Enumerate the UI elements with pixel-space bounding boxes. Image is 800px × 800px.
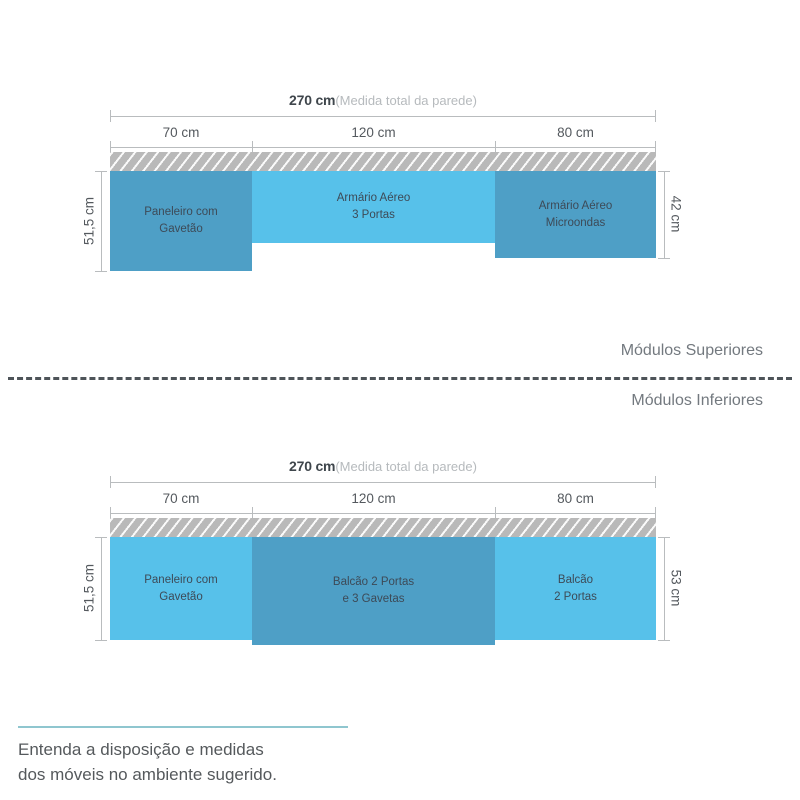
upper-module-armario-aereo-3-portas[interactable]: Armário Aéreo 3 Portas	[252, 171, 495, 243]
footer-caption: Entenda a disposição e medidas dos móvei…	[18, 740, 277, 784]
upper-module-armario-aereo-3-portas-label: Armário Aéreo 3 Portas	[336, 192, 411, 221]
upper-segment-label-1: 70 cm	[162, 125, 200, 140]
lower-module-paneleiro[interactable]: Paneleiro com Gavetão	[110, 537, 252, 640]
section-caption-superiores: Módulos Superiores	[620, 342, 763, 359]
footer-accent-rule	[18, 726, 348, 728]
upper-right-height-tick-bottom	[658, 258, 670, 259]
lower-left-height-tick-bottom	[95, 640, 107, 641]
lower-left-height-rule	[101, 537, 102, 640]
lower-segment-rule	[110, 513, 656, 514]
lower-segment-tick-0	[110, 507, 111, 519]
upper-right-height-tick-top	[658, 171, 670, 172]
upper-right-height-rule	[664, 171, 665, 258]
upper-left-height-tick-top	[95, 171, 107, 172]
lower-right-height-tick-top	[658, 537, 670, 538]
upper-segment-label-3: 80 cm	[557, 125, 594, 140]
lower-total-dimension-label: 270 cm(Medida total da parede)	[110, 458, 656, 474]
lower-total-tick-right	[655, 476, 656, 488]
section-caption-inferiores: Módulos Inferiores	[631, 392, 763, 409]
upper-right-height-label: 42 cm	[668, 195, 684, 233]
lower-segment-tick-3	[655, 507, 656, 519]
upper-segment-tick-3	[655, 141, 656, 153]
section-divider-dashed	[8, 377, 792, 380]
lower-total-dimension-rule	[110, 482, 656, 483]
upper-segment-label-2: 120 cm	[351, 125, 396, 140]
lower-module-balcao-2-portas-3-gavetas[interactable]: Balcão 2 Portas e 3 Gavetas	[252, 537, 495, 645]
lower-segment-label-3: 80 cm	[557, 491, 594, 506]
upper-total-dimension-label: 270 cm(Medida total da parede)	[110, 92, 656, 108]
lower-total-dimension-note: (Medida total da parede)	[335, 459, 477, 474]
lower-total-dimension-value: 270 cm	[289, 458, 336, 474]
lower-wall-hatch-band	[110, 518, 656, 537]
upper-total-tick-right	[655, 110, 656, 122]
upper-segment-tick-1	[252, 141, 253, 153]
lower-module-balcao-2-portas[interactable]: Balcão 2 Portas	[495, 537, 656, 640]
upper-total-tick-left	[110, 110, 111, 122]
upper-total-dimension-note: (Medida total da parede)	[335, 93, 477, 108]
upper-segment-tick-0	[110, 141, 111, 153]
upper-module-paneleiro[interactable]: Paneleiro com Gavetão	[110, 171, 252, 271]
lower-segment-tick-2	[495, 507, 496, 519]
lower-left-height-tick-top	[95, 537, 107, 538]
upper-module-paneleiro-label: Paneleiro com Gavetão	[144, 206, 218, 235]
upper-left-height-rule	[101, 171, 102, 271]
lower-right-height-rule	[664, 537, 665, 640]
upper-module-armario-aereo-microondas[interactable]: Armário Aéreo Microondas	[495, 171, 656, 258]
upper-left-height-label: 51,5 cm	[81, 196, 97, 246]
lower-module-balcao-2-portas-label: Balcão 2 Portas	[554, 573, 597, 603]
upper-wall-hatch-band	[110, 152, 656, 171]
lower-segment-label-1: 70 cm	[162, 491, 200, 506]
lower-segment-label-2: 120 cm	[351, 491, 396, 506]
upper-total-dimension-rule	[110, 116, 656, 117]
upper-segment-tick-2	[495, 141, 496, 153]
upper-left-height-tick-bottom	[95, 271, 107, 272]
lower-right-height-label: 53 cm	[668, 569, 684, 607]
lower-right-height-tick-bottom	[658, 640, 670, 641]
lower-total-tick-left	[110, 476, 111, 488]
upper-segment-rule	[110, 147, 656, 148]
upper-module-armario-aereo-microondas-label: Armário Aéreo Microondas	[538, 199, 613, 229]
lower-left-height-label: 51,5 cm	[81, 563, 97, 613]
lower-module-paneleiro-label: Paneleiro com Gavetão	[144, 573, 218, 603]
lower-segment-tick-1	[252, 507, 253, 519]
lower-module-balcao-2-portas-3-gavetas-label: Balcão 2 Portas e 3 Gavetas	[332, 576, 415, 605]
upper-total-dimension-value: 270 cm	[289, 92, 336, 108]
